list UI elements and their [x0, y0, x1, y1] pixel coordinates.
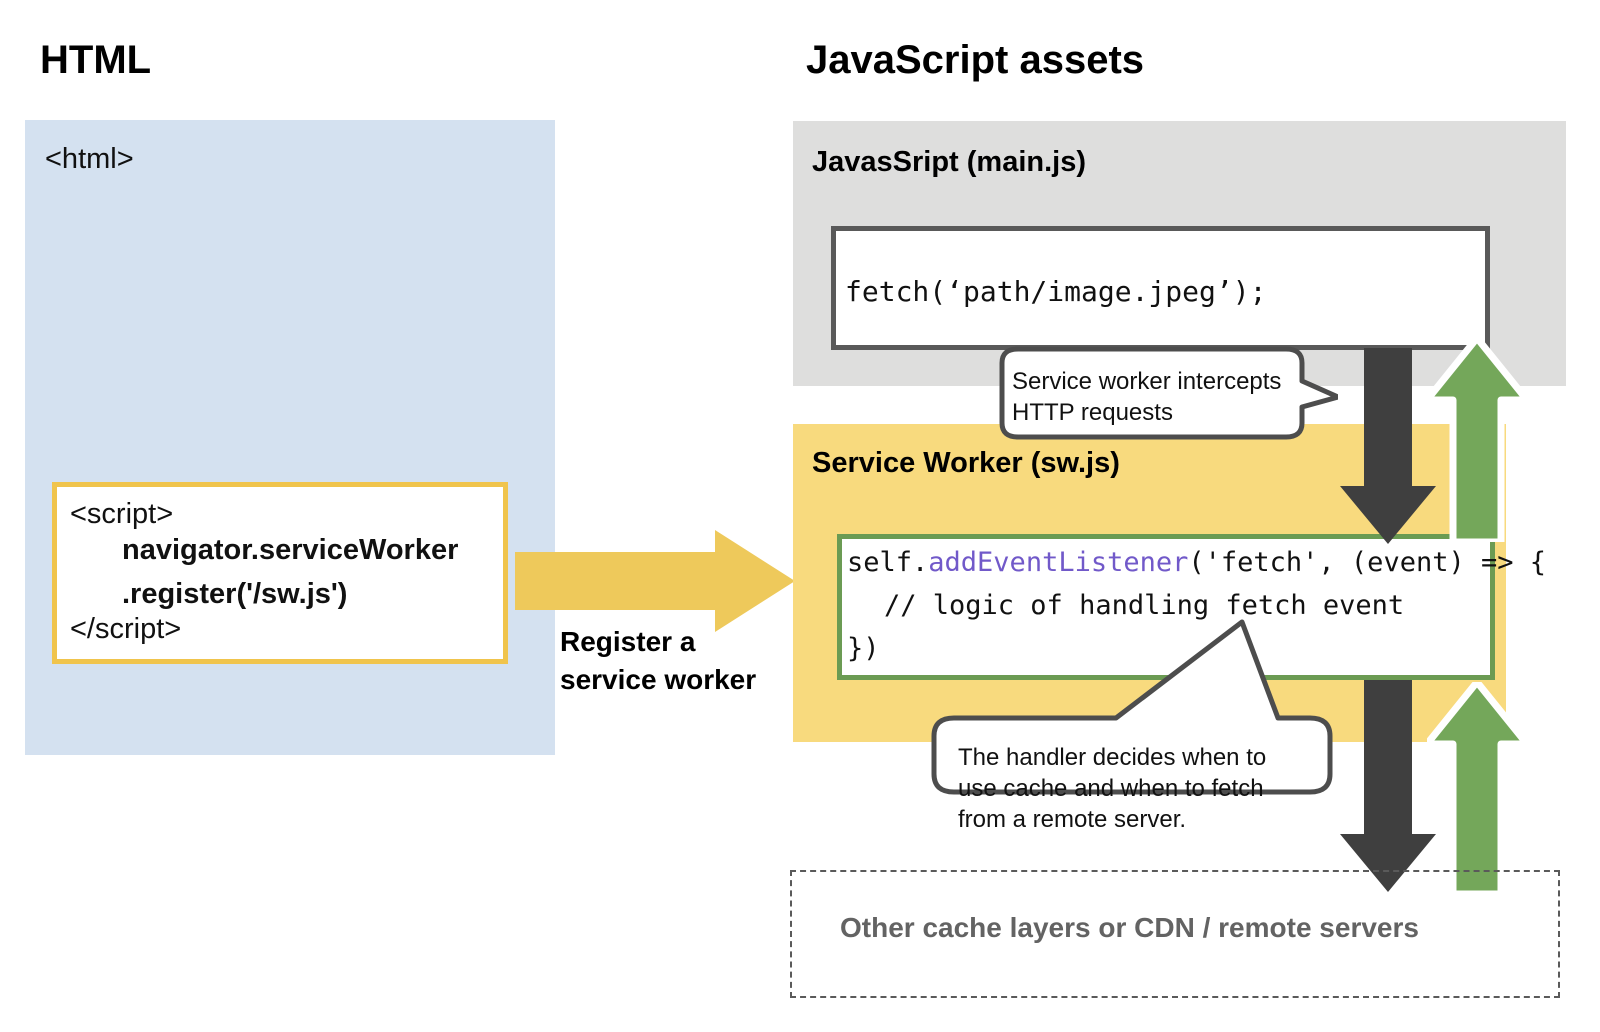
up-arrow-response-icon [1427, 338, 1527, 542]
section-title-html: HTML [40, 38, 152, 82]
mainjs-panel-label: JavasSript (main.js) [812, 146, 1086, 178]
up-arrow-remote-response-icon [1427, 682, 1527, 894]
service-worker-panel-label: Service Worker (sw.js) [812, 447, 1120, 479]
script-line-navigator: navigator.serviceWorker [122, 534, 459, 566]
section-title-javascript-assets: JavaScript assets [806, 38, 1145, 82]
sw-code-args: ('fetch', (event) => { [1188, 547, 1546, 578]
sw-code-line-1: self.addEventListener('fetch', (event) =… [847, 547, 1546, 578]
script-line-open-tag: <script> [70, 498, 174, 530]
html-tag-label: <html> [45, 143, 134, 175]
sw-code-self: self. [847, 547, 929, 578]
register-arrow-label: Register a service worker [560, 626, 757, 695]
register-arrow-icon [515, 530, 795, 632]
sw-code-line-2-comment: // logic of handling fetch event [884, 590, 1405, 621]
sw-code-addeventlistener: addEventListener [928, 547, 1189, 578]
script-line-close-tag: </script> [70, 613, 182, 645]
callout-intercept-text: Service worker intercepts HTTP requests [1012, 368, 1282, 426]
remote-servers-label: Other cache layers or CDN / remote serve… [840, 912, 1419, 943]
fetch-code-text: fetch(‘path/image.jpeg’); [845, 275, 1267, 308]
remote-servers-box [790, 870, 1560, 998]
down-arrow-remote-request-icon [1340, 680, 1436, 892]
callout-handler-text: The handler decides when to use cache an… [958, 744, 1267, 833]
fetch-code-box [831, 226, 1490, 350]
sw-code-line-3-close: }) [847, 633, 880, 664]
script-code-box [52, 482, 508, 664]
callout-handler-bubble [931, 619, 1333, 795]
down-arrow-request-icon [1340, 348, 1436, 544]
callout-intercept-bubble [999, 346, 1338, 440]
script-line-register: .register('/sw.js') [122, 578, 348, 610]
